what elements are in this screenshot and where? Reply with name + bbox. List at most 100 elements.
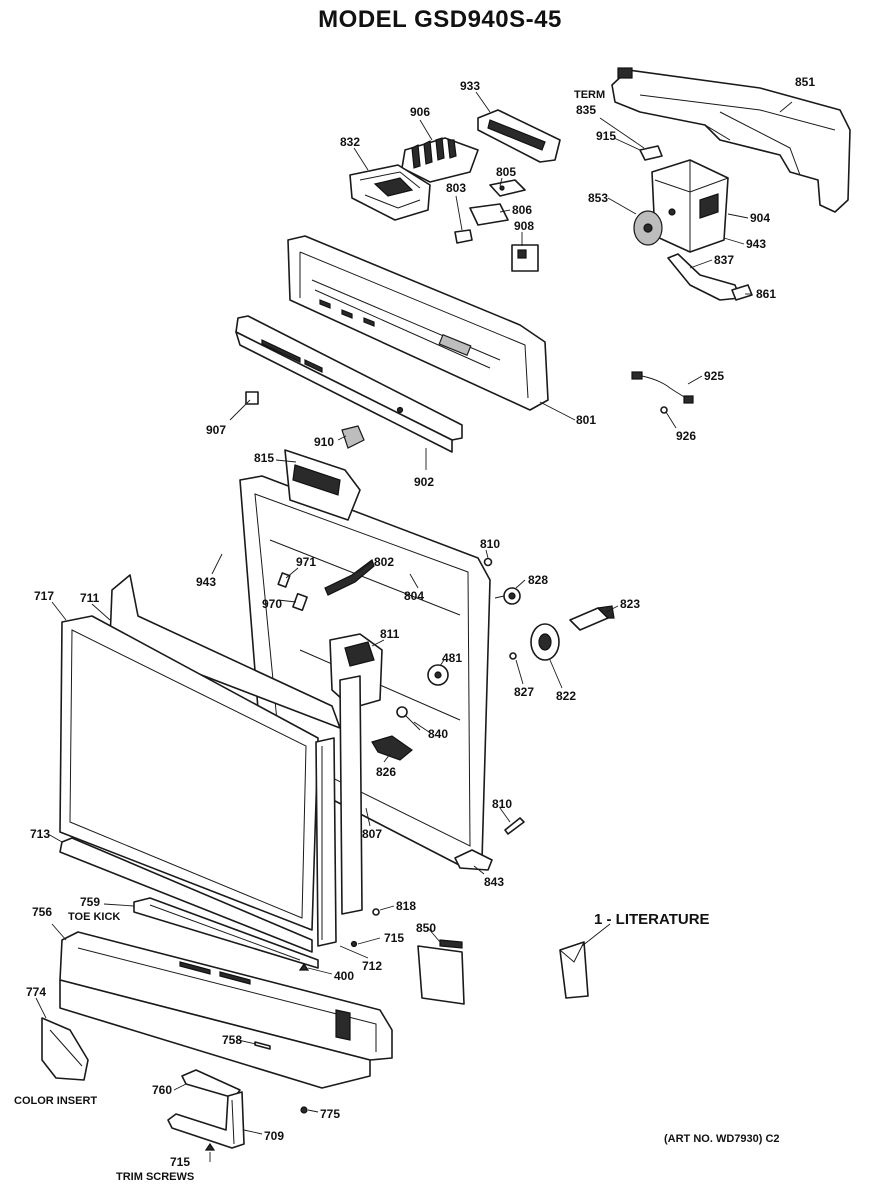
callout-760: 760: [152, 1083, 172, 1097]
callout-815: 815: [254, 451, 274, 465]
callout-843: 843: [484, 875, 504, 889]
note-trim-screws: TRIM SCREWS: [116, 1171, 194, 1183]
part-828-knob: [494, 587, 521, 605]
part-904-timer: [651, 159, 729, 253]
part-715-screw-lower: [204, 1142, 216, 1151]
callout-823: 823: [620, 597, 640, 611]
callout-850: 850: [416, 921, 436, 935]
part-933: [477, 109, 561, 163]
callout-908: 908: [514, 219, 534, 233]
part-851-vent-duct: [611, 67, 851, 213]
note-color-insert: COLOR INSERT: [14, 1095, 97, 1107]
callout-801: 801: [576, 413, 596, 427]
callout-926: 926: [676, 429, 696, 443]
part-715-screw-upper: [350, 940, 358, 948]
part-709-trim-bracket: [167, 1091, 245, 1149]
part-774-color-insert: [41, 1017, 89, 1081]
part-481: [427, 664, 449, 686]
callout-907: 907: [206, 423, 226, 437]
part-818-screw: [372, 908, 380, 916]
callout-709: 709: [264, 1129, 284, 1143]
callout-717: 717: [34, 589, 54, 603]
callout-943-upper: 943: [746, 237, 766, 251]
callout-826: 826: [376, 765, 396, 779]
part-926-screw: [660, 406, 668, 414]
callout-835: 835: [576, 103, 596, 117]
callout-810-lower: 810: [492, 797, 512, 811]
part-840: [396, 706, 421, 731]
part-850-panel: [417, 939, 465, 1005]
part-712-side-trim: [315, 737, 337, 947]
note-toe-kick: TOE KICK: [68, 911, 120, 923]
part-400-rivet: [298, 962, 310, 971]
callout-818: 818: [396, 899, 416, 913]
part-902-front-panel: [235, 315, 463, 453]
part-810-hinge-screw-upper: [483, 557, 493, 567]
callout-775: 775: [320, 1107, 340, 1121]
art-number: (ART NO. WD7930) C2: [664, 1133, 780, 1145]
callout-810-upper: 810: [480, 537, 500, 551]
callout-715-upper: 715: [384, 931, 404, 945]
literature-label: 1 - LITERATURE: [594, 911, 710, 928]
callout-832: 832: [340, 135, 360, 149]
callout-806: 806: [512, 203, 532, 217]
part-908-relay: [511, 244, 539, 272]
callout-910: 910: [314, 435, 334, 449]
part-810-hinge-screw-lower: [504, 817, 525, 835]
callout-840: 840: [428, 727, 448, 741]
callout-labels: 851 933 906 TERM 835 915 832 805 803 806…: [14, 75, 815, 1183]
callout-805: 805: [496, 165, 516, 179]
part-823-shaft: [569, 605, 615, 631]
part-801-control-panel: [287, 235, 549, 411]
part-775-screw: [300, 1106, 308, 1114]
callout-933: 933: [460, 79, 480, 93]
callout-807: 807: [362, 827, 382, 841]
callout-902: 902: [414, 475, 434, 489]
callout-713: 713: [30, 827, 50, 841]
callout-804: 804: [404, 589, 424, 603]
callout-400: 400: [334, 969, 354, 983]
callout-774: 774: [26, 985, 46, 999]
part-717-door-panel: [59, 615, 319, 931]
part-side-bracket: [339, 675, 363, 915]
callout-822: 822: [556, 689, 576, 703]
callout-853: 853: [588, 191, 608, 205]
part-822-selector-dial: [530, 623, 560, 661]
callout-481: 481: [442, 651, 462, 665]
part-826-latch: [371, 735, 413, 761]
callout-756: 756: [32, 905, 52, 919]
callout-712: 712: [362, 959, 382, 973]
part-910: [341, 425, 365, 449]
part-853-timer-dial: [633, 210, 663, 246]
callout-811: 811: [380, 627, 400, 641]
callout-970: 970: [262, 597, 282, 611]
part-802-spring: [324, 559, 375, 596]
part-843-gasket: [454, 849, 493, 871]
leader-lines: [35, 91, 793, 1162]
callout-906: 906: [410, 105, 430, 119]
callout-758: 758: [222, 1033, 242, 1047]
callout-803: 803: [446, 181, 466, 195]
part-756-lower-panel: [59, 931, 393, 1061]
callout-904: 904: [750, 211, 770, 225]
part-760-trim-piece: [181, 1069, 241, 1099]
part-925-wire-harness: [631, 371, 694, 404]
part-861: [731, 284, 753, 301]
part-832-bracket: [349, 164, 431, 221]
callout-851: 851: [795, 75, 815, 89]
callout-715-lower: 715: [170, 1155, 190, 1169]
callout-711: 711: [80, 591, 100, 605]
part-759-toe-kick: [133, 897, 319, 969]
callout-971: 971: [296, 555, 316, 569]
callout-759: 759: [80, 895, 100, 909]
part-827-screw: [509, 652, 517, 660]
callout-943-lower: 943: [196, 575, 216, 589]
callout-861: 861: [756, 287, 776, 301]
part-971: [277, 572, 291, 588]
part-713-trim: [59, 837, 313, 953]
part-803: [454, 229, 473, 244]
part-970: [292, 592, 308, 612]
part-805: [489, 179, 526, 197]
callout-915: 915: [596, 129, 616, 143]
literature-envelope-icon: [559, 941, 589, 999]
